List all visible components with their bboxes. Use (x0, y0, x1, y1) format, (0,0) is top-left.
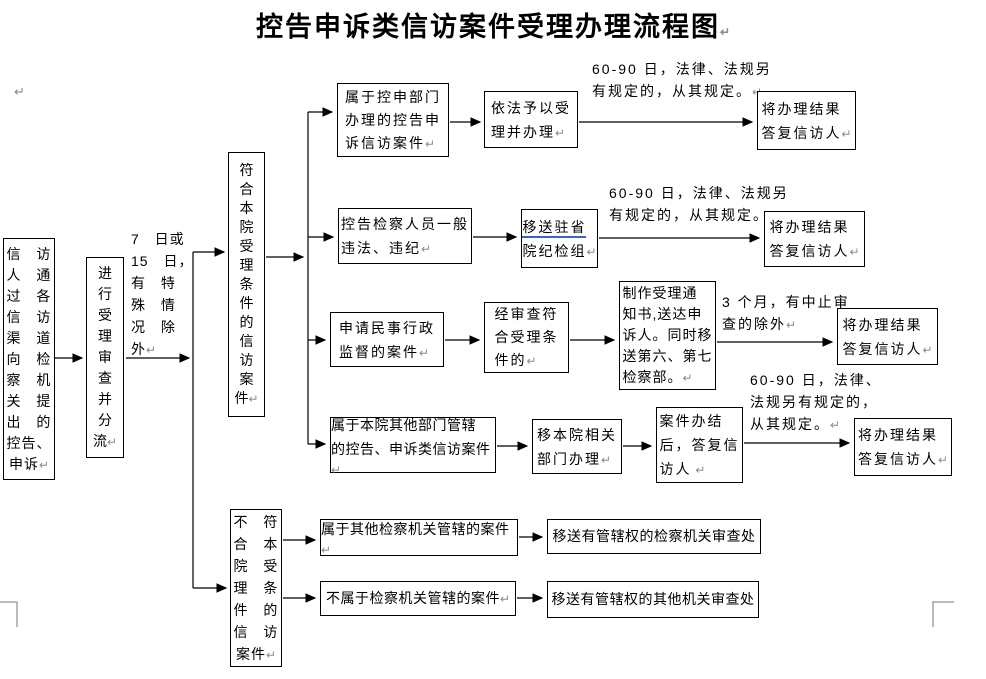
box-text-underlined: 移送驻省 (522, 218, 587, 238)
paragraph-mark: ↵ (601, 452, 612, 467)
page-title-text: 控告申诉类信访案件受理办理流程图 (255, 12, 720, 42)
note-text: 60-90 日，法律、法规另 有规定的，从其规定。 (609, 185, 789, 223)
box-text: 不 符 合 本 院 受 理 条 件 的 信 访 案件 (233, 514, 279, 662)
note-triage-time: 7 日或 15 日， 有 特 殊 情 况 除 外↵ (131, 228, 197, 360)
paragraph-mark: ↵ (146, 343, 157, 357)
box-text: 依法予以受 理并办理 (491, 99, 571, 140)
note-row1-deadline: 60-90 日，法律、法规另 有规定的，从其规定。↵ (592, 58, 787, 102)
flow-box-row1-action: 依法予以受 理并办理↵ (484, 91, 578, 148)
paragraph-mark: ↵ (555, 125, 566, 140)
box-text: 属于控申部门 办理的控告申 诉信访案件 (345, 88, 441, 151)
paragraph-mark: ↵ (719, 25, 731, 39)
page-title: 控告申诉类信访案件受理办理流程图↵ (0, 12, 986, 43)
note-row3-deadline: 3 个月，有中止审 查的除外↵ (722, 291, 862, 335)
paragraph-mark: ↵ (682, 371, 693, 385)
note-row4-deadline: 60-90 日，法律、 法规另有规定的， 从其规定。↵ (750, 369, 910, 435)
paragraph-mark: ↵ (841, 126, 852, 141)
paragraph-mark: ↵ (586, 244, 597, 259)
flow-box-row2-case: 控告检察人员一般 违法、违纪↵ (338, 208, 472, 264)
paragraph-mark: ↵ (14, 84, 25, 99)
flow-box-row4-case: 属于本院其他部门管辖 的控告、申诉类信访案件 ↵ (330, 417, 496, 477)
flow-box-reject: 不 符 合 本 院 受 理 条 件 的 信 访 案件↵ (230, 509, 282, 667)
flow-box-row3-result: 将办理结果 答复信访人↵ (837, 308, 938, 365)
paragraph-mark: ↵ (830, 418, 841, 432)
flow-box-row5-action: 移送有管辖权的检察机关审查处 (547, 519, 761, 554)
arrow-lines (55, 107, 851, 603)
flow-box-source: 信 访 人 通 过 各 信 访 渠 道 向 检 察 机 关 提 出 的 控告、 … (3, 238, 55, 480)
box-text: 案件办结 后，答复信 访人 (659, 413, 740, 477)
flow-box-row4-result: 将办理结果 答复信访人↵ (854, 418, 952, 476)
paragraph-mark: ↵ (421, 242, 432, 256)
box-text: 将办理结果 答复信访人 (769, 219, 850, 259)
box-text: 符 合 本 院 受 理 条 件 的 信 访 案 件 (234, 162, 254, 406)
paragraph-mark: ↵ (937, 453, 949, 467)
note-text: 60-90 日，法律、法规另 有规定的，从其规定。 (592, 61, 772, 99)
box-text: 信 访 人 通 过 各 信 访 渠 道 向 检 察 机 关 提 出 的 控告、 … (6, 245, 52, 472)
box-text: 进 行 受 理 审 查 并 分 流 (92, 265, 112, 449)
box-text: 申请民事行政 监督的案件 (339, 319, 435, 360)
flow-box-row5-case: 属于其他检察机关管辖的案件 ↵ (320, 519, 518, 557)
page-margin-corner-mark (0, 601, 954, 627)
flow-box-row3-action: 制作受理通 知书,送达申 诉人。同时移 送第六、第七 检察部。↵ (619, 281, 716, 390)
box-text: 院纪检组 (522, 242, 587, 259)
paragraph-mark: ↵ (248, 392, 259, 406)
flow-box-row6-case: 不属于检察机关管辖的案件↵ (320, 581, 516, 616)
flow-box-row6-action: 移送有管辖权的其他机关审查处 (547, 581, 759, 618)
flow-box-row3-screen: 经审查符 合受理条 件的↵ (484, 302, 569, 373)
flow-box-row3-case: 申请民事行政 监督的案件↵ (330, 312, 444, 367)
box-text: 属于本院其他部门管辖 的控告、申诉类信访案件 (331, 417, 491, 457)
box-text: 属于其他检察机关管辖的案件 (321, 521, 510, 537)
flow-box-accept: 符 合 本 院 受 理 条 件 的 信 访 案 件↵ (228, 152, 265, 417)
note-text: 7 日或 15 日， 有 特 殊 情 况 除 外 (131, 231, 194, 357)
flow-box-row2-result: 将办理结果 答复信访人↵ (764, 211, 865, 267)
paragraph-mark: ↵ (419, 345, 430, 360)
box-text: 移送有管辖权的检察机关审查处 (552, 528, 756, 544)
paragraph-mark: ↵ (331, 463, 342, 477)
flow-box-row2-action: 移送驻省 院纪检组↵ (521, 209, 598, 268)
flow-box-row4-mid: 案件办结 后，答复信 访人 ↵ (656, 407, 743, 483)
box-text: 制作受理通 知书,送达申 诉人。同时移 送第六、第七 检察部。 (622, 285, 713, 385)
paragraph-mark: ↵ (499, 592, 511, 606)
box-text: 移送有管辖权的其他机关审查处 (551, 591, 755, 607)
note-text: 60-90 日，法律、 法规另有规定的， 从其规定。 (750, 372, 882, 432)
box-text: 控告检察人员一般 违法、违纪 (341, 216, 469, 256)
paragraph-mark: ↵ (526, 354, 537, 368)
paragraph-mark: ↵ (38, 457, 50, 472)
paragraph-mark: ↵ (695, 463, 706, 477)
flow-box-triage: 进 行 受 理 审 查 并 分 流↵ (86, 257, 124, 458)
note-text: 3 个月，有中止审 查的除外 (722, 294, 850, 332)
box-text: 经审查符 合受理条 件的 (494, 306, 559, 368)
paragraph-mark: ↵ (786, 318, 797, 332)
flow-box-row4-action: 移本院相关 部门办理↵ (532, 419, 622, 474)
paragraph-mark: ↵ (106, 435, 118, 449)
paragraph-mark: ↵ (849, 245, 860, 259)
box-text: 将办理结果 答复信访人 (842, 316, 923, 357)
box-text: 将办理结果 答复信访人 (761, 100, 842, 141)
box-text: 不属于检察机关管辖的案件 (325, 590, 500, 606)
paragraph-mark: ↵ (922, 342, 933, 357)
flow-box-row1-result: 将办理结果 答复信访人↵ (757, 91, 856, 150)
paragraph-mark: ↵ (425, 136, 436, 151)
box-text: 移本院相关 部门办理 (537, 426, 617, 467)
paragraph-mark: ↵ (265, 648, 277, 662)
box-text: 将办理结果 答复信访人 (857, 427, 938, 467)
paragraph-mark: ↵ (321, 543, 332, 557)
flow-box-row1-case: 属于控申部门 办理的控告申 诉信访案件↵ (337, 83, 449, 157)
